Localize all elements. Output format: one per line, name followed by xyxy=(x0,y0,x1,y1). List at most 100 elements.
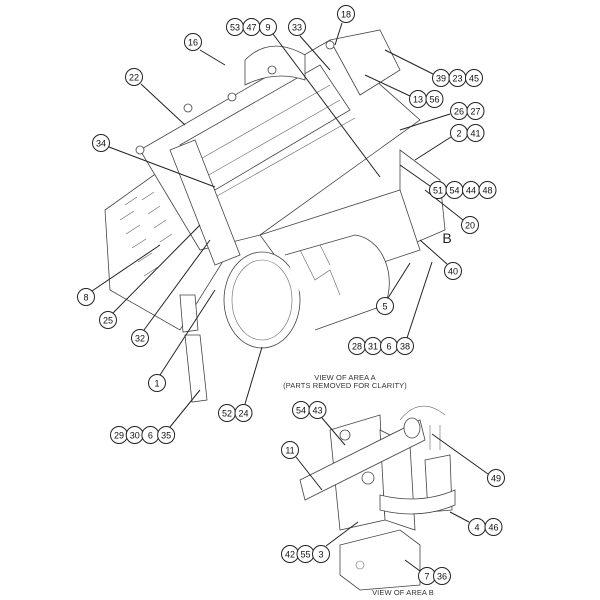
callout-number: 47 xyxy=(246,23,256,33)
callout-group-16: 16 xyxy=(184,33,202,51)
callout-group-20: 20 xyxy=(461,216,479,234)
callout-circle xyxy=(308,401,327,419)
leader-line-13 xyxy=(364,74,411,97)
leader-line-52 xyxy=(244,346,263,405)
callout-number: 33 xyxy=(292,23,302,33)
callout-number: 5 xyxy=(382,302,387,312)
callout-number: 38 xyxy=(400,342,410,352)
leader-line-22 xyxy=(140,83,186,126)
leader-line-4 xyxy=(449,511,470,523)
leader-line-5 xyxy=(387,262,411,299)
callout-group-8: 8 xyxy=(77,288,95,306)
leader-line-34 xyxy=(108,146,216,188)
caption-view-a: VIEW OF AREA A xyxy=(314,373,376,382)
callout-circle xyxy=(444,262,462,280)
callout-number: 2 xyxy=(456,129,461,139)
callout-group-25: 25 xyxy=(99,311,117,329)
leader-line-11 xyxy=(295,456,323,491)
tube-bracket xyxy=(169,139,241,266)
callout-circle xyxy=(259,18,277,36)
callout-group-1: 1 xyxy=(148,374,166,392)
leader-line-51 xyxy=(399,164,431,187)
leader-line-32 xyxy=(143,239,211,331)
callout-circle xyxy=(184,33,202,51)
callout-circle xyxy=(281,441,299,459)
callout-number: 53 xyxy=(230,23,240,33)
blower-right xyxy=(284,234,390,331)
callout-number: 36 xyxy=(437,572,447,582)
leader-line-54 xyxy=(321,417,346,446)
callout-group-34: 34 xyxy=(92,134,110,152)
switch-bracket xyxy=(329,29,401,96)
callout-number: 31 xyxy=(368,342,378,352)
leader-line-1 xyxy=(159,289,216,376)
callout-number: 35 xyxy=(161,431,171,441)
leader-line-2 xyxy=(414,136,452,161)
callout-circle xyxy=(376,297,394,315)
callout-group-49: 49 xyxy=(487,469,505,487)
callout-circle xyxy=(466,124,485,142)
callout-circle xyxy=(234,404,253,422)
callout-group-5: 5 xyxy=(376,297,394,315)
callout-number: 44 xyxy=(466,186,476,196)
drain-tube xyxy=(184,334,208,403)
callout-number: 28 xyxy=(352,342,362,352)
leader-line-7 xyxy=(404,559,421,572)
callout-number: 34 xyxy=(96,139,106,149)
callout-number: 49 xyxy=(491,474,501,484)
callout-number: 30 xyxy=(130,431,140,441)
callout-circle xyxy=(396,337,414,355)
callout-number: 3 xyxy=(318,550,323,560)
heater-assembly-drawing xyxy=(104,29,446,403)
callout-number: 39 xyxy=(436,74,446,84)
callout-circle xyxy=(484,518,503,536)
caption-view-a-note: (PARTS REMOVED FOR CLARITY) xyxy=(283,381,407,390)
callout-number: 29 xyxy=(114,431,124,441)
callout-number: 6 xyxy=(386,342,391,352)
callout-number: 45 xyxy=(469,74,479,84)
leader-lines xyxy=(91,22,489,572)
callout-circle xyxy=(478,181,497,199)
callout-number: 42 xyxy=(285,550,295,560)
callout-group-33: 33 xyxy=(288,18,306,36)
callout-circle xyxy=(487,469,505,487)
leader-line-39 xyxy=(384,49,434,75)
leader-line-25 xyxy=(112,224,201,314)
leader-line-53 xyxy=(272,33,381,178)
callout-circle xyxy=(131,329,149,347)
callout-number: 46 xyxy=(488,523,498,533)
leader-line-8 xyxy=(91,244,161,292)
callout-circle xyxy=(433,567,451,585)
callout-circle xyxy=(148,374,166,392)
callout-circle xyxy=(337,5,355,23)
callout-number: 20 xyxy=(465,221,475,231)
callout-number: 48 xyxy=(482,186,492,196)
callout-number: 25 xyxy=(103,316,113,326)
callout-circle xyxy=(92,134,110,152)
leader-line-28 xyxy=(406,261,433,339)
leader-line-40 xyxy=(419,239,448,265)
callout-group-28-31-6-38: 28 31 6 38 xyxy=(348,337,414,355)
blower-left xyxy=(223,251,301,349)
callout-group-18: 18 xyxy=(337,5,355,23)
caption-view-b: VIEW OF AREA B xyxy=(372,588,434,597)
callout-circle xyxy=(77,288,95,306)
leader-line-33 xyxy=(299,35,331,71)
callout-number: 32 xyxy=(135,334,145,344)
callout-number: 54 xyxy=(449,186,459,196)
callout-circle xyxy=(125,68,143,86)
callout-number: 7 xyxy=(424,572,429,582)
nut xyxy=(183,103,193,113)
leader-line-16 xyxy=(199,49,226,66)
callout-number: 8 xyxy=(83,293,88,303)
